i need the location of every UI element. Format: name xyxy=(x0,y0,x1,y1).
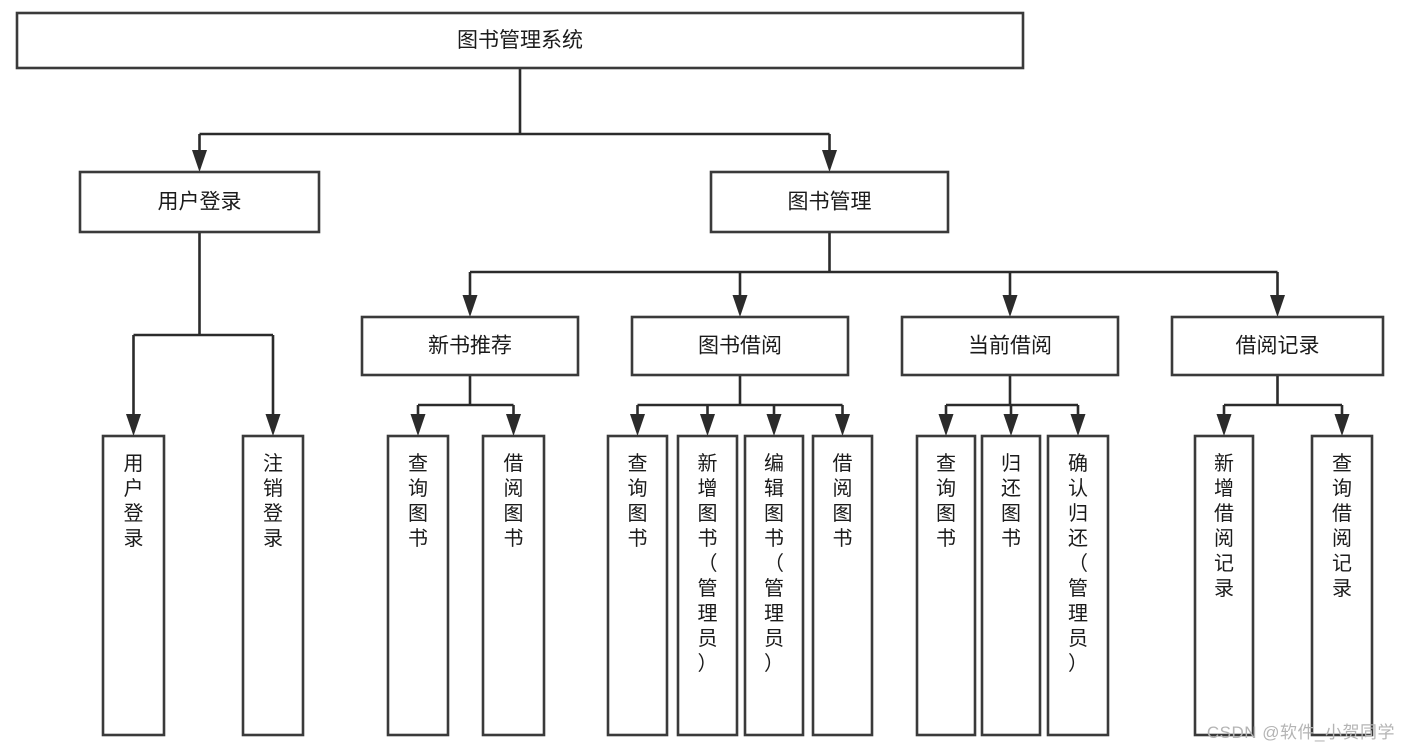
node-box-leaf-user-login[interactable] xyxy=(101,434,166,737)
arrow-head-icon xyxy=(1270,295,1285,317)
arrow-head-icon xyxy=(506,414,521,436)
node-box-leaf-query-book-rec[interactable] xyxy=(386,434,450,737)
node-box-leaf-query-book-cur[interactable] xyxy=(915,434,977,737)
node-leaf-query-book-cur[interactable]: 查询图书 xyxy=(915,434,977,737)
node-layer: 图书管理系统用户登录图书管理新书推荐图书借阅当前借阅借阅记录用户登录注销登录查询… xyxy=(15,11,1385,737)
arrow-head-icon xyxy=(766,414,782,436)
connector-group xyxy=(126,232,281,436)
node-new-book-rec[interactable]: 新书推荐 xyxy=(360,315,580,377)
node-label-book-borrow: 图书借阅 xyxy=(698,335,782,358)
node-label-leaf-user-logout: 注销登录 xyxy=(263,452,283,550)
connector-group xyxy=(630,375,850,436)
node-box-leaf-return-book[interactable] xyxy=(980,434,1042,737)
arrow-head-icon xyxy=(700,414,715,436)
node-label-borrow-record: 借阅记录 xyxy=(1236,335,1320,358)
node-box-current-borrow[interactable] xyxy=(900,315,1120,377)
node-box-borrow-record[interactable] xyxy=(1170,315,1385,377)
node-book-manage[interactable]: 图书管理 xyxy=(709,170,950,234)
arrow-head-icon xyxy=(1003,414,1019,436)
node-box-leaf-add-record[interactable] xyxy=(1193,434,1255,737)
connector-group xyxy=(462,232,1285,317)
node-box-leaf-query-record[interactable] xyxy=(1310,434,1374,737)
watermark-text: CSDN @软件_小贺同学 xyxy=(1206,723,1395,742)
node-label-leaf-query-record: 查询借阅记录 xyxy=(1332,452,1352,600)
node-box-leaf-add-book[interactable] xyxy=(676,434,739,737)
node-leaf-query-book-rec[interactable]: 查询图书 xyxy=(386,434,450,737)
node-leaf-query-book-borrow[interactable]: 查询图书 xyxy=(606,434,669,737)
node-label-user-login: 用户登录 xyxy=(158,191,242,214)
node-box-leaf-confirm-return[interactable] xyxy=(1046,434,1110,737)
arrow-head-icon xyxy=(1070,414,1086,436)
node-leaf-add-record[interactable]: 新增借阅记录 xyxy=(1193,434,1255,737)
connector-group xyxy=(1216,375,1350,436)
node-leaf-borrow-book-rec[interactable]: 借阅图书 xyxy=(481,434,546,737)
node-label-new-book-rec: 新书推荐 xyxy=(428,335,512,358)
node-box-book-borrow[interactable] xyxy=(630,315,850,377)
arrow-head-icon xyxy=(1002,295,1018,317)
node-label-leaf-add-book: 新增图书（管理员） xyxy=(698,452,718,675)
node-leaf-confirm-return[interactable]: 确认归还（管理员） xyxy=(1046,434,1110,737)
node-label-leaf-borrow-book-rec: 借阅图书 xyxy=(504,452,524,550)
node-box-root[interactable] xyxy=(15,11,1025,70)
arrow-head-icon xyxy=(822,150,837,172)
node-leaf-add-book[interactable]: 新增图书（管理员） xyxy=(676,434,739,737)
arrow-head-icon xyxy=(938,414,954,436)
node-leaf-borrow-book[interactable]: 借阅图书 xyxy=(811,434,874,737)
node-label-leaf-edit-book: 编辑图书（管理员） xyxy=(764,452,784,675)
node-book-borrow[interactable]: 图书借阅 xyxy=(630,315,850,377)
node-user-login[interactable]: 用户登录 xyxy=(78,170,321,234)
connector-layer xyxy=(126,68,1350,436)
node-leaf-return-book[interactable]: 归还图书 xyxy=(980,434,1042,737)
node-box-leaf-user-logout[interactable] xyxy=(241,434,305,737)
node-root[interactable]: 图书管理系统 xyxy=(15,11,1025,70)
connector-group xyxy=(192,68,837,172)
arrow-head-icon xyxy=(1334,414,1350,436)
node-label-leaf-confirm-return: 确认归还（管理员） xyxy=(1068,452,1088,675)
node-label-leaf-user-login: 用户登录 xyxy=(124,453,144,550)
node-label-leaf-add-record: 新增借阅记录 xyxy=(1214,452,1234,600)
node-leaf-edit-book[interactable]: 编辑图书（管理员） xyxy=(743,434,805,737)
node-label-root: 图书管理系统 xyxy=(457,29,583,52)
node-box-leaf-borrow-book[interactable] xyxy=(811,434,874,737)
node-box-leaf-edit-book[interactable] xyxy=(743,434,805,737)
node-box-book-manage[interactable] xyxy=(709,170,950,234)
arrow-head-icon xyxy=(630,414,645,436)
connector-group xyxy=(410,375,521,436)
node-label-book-manage: 图书管理 xyxy=(788,191,872,214)
node-current-borrow[interactable]: 当前借阅 xyxy=(900,315,1120,377)
arrow-head-icon xyxy=(462,295,478,317)
arrow-head-icon xyxy=(835,414,850,436)
node-leaf-user-logout[interactable]: 注销登录 xyxy=(241,434,305,737)
node-box-leaf-borrow-book-rec[interactable] xyxy=(481,434,546,737)
node-label-leaf-query-book-rec: 查询图书 xyxy=(408,452,428,550)
arrow-head-icon xyxy=(192,150,207,172)
node-label-leaf-query-book-cur: 查询图书 xyxy=(936,452,956,550)
node-leaf-user-login[interactable]: 用户登录 xyxy=(101,434,166,737)
node-label-leaf-borrow-book: 借阅图书 xyxy=(833,452,853,550)
node-leaf-query-record[interactable]: 查询借阅记录 xyxy=(1310,434,1374,737)
arrow-head-icon xyxy=(265,414,281,436)
node-label-current-borrow: 当前借阅 xyxy=(968,335,1052,358)
node-box-new-book-rec[interactable] xyxy=(360,315,580,377)
node-borrow-record[interactable]: 借阅记录 xyxy=(1170,315,1385,377)
node-box-leaf-query-book-borrow[interactable] xyxy=(606,434,669,737)
arrow-head-icon xyxy=(410,414,426,436)
arrow-head-icon xyxy=(126,414,141,436)
connector-group xyxy=(938,375,1086,436)
node-label-leaf-query-book-borrow: 查询图书 xyxy=(628,452,648,550)
arrow-head-icon xyxy=(1216,414,1232,436)
arrow-head-icon xyxy=(732,295,748,317)
node-label-leaf-return-book: 归还图书 xyxy=(1001,452,1021,550)
node-box-user-login[interactable] xyxy=(78,170,321,234)
